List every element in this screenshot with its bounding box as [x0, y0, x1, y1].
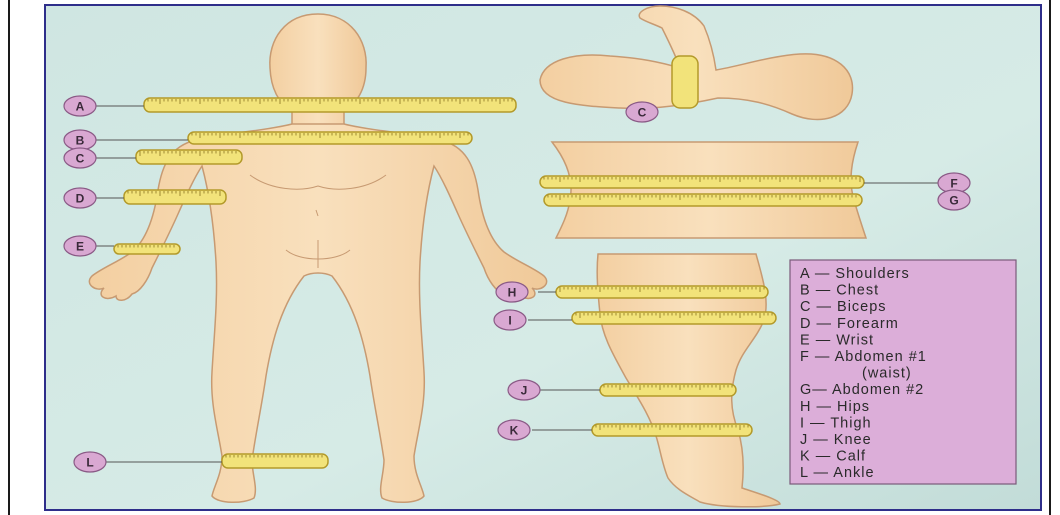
- marker-letter: B: [76, 134, 85, 148]
- marker-c: C: [626, 102, 658, 122]
- legend-line: C — Biceps: [800, 299, 887, 315]
- marker-l: L: [74, 452, 106, 472]
- marker-e: E: [64, 236, 96, 256]
- legend-line: K — Calf: [800, 449, 866, 465]
- marker-d: D: [64, 188, 96, 208]
- legend-line: I — Thigh: [800, 415, 872, 431]
- marker-letter: D: [76, 192, 85, 206]
- marker-a: A: [64, 96, 96, 116]
- marker-g: G: [938, 190, 970, 210]
- legend-line: F — Abdomen #1: [800, 349, 927, 365]
- marker-letter: G: [949, 194, 958, 208]
- marker-c: C: [64, 148, 96, 168]
- legend-line: H — Hips: [800, 399, 870, 415]
- tape-i: [572, 312, 776, 324]
- marker-letter: K: [510, 424, 519, 438]
- marker-letter: F: [950, 177, 957, 191]
- marker-k: K: [498, 420, 530, 440]
- marker-letter: C: [638, 106, 647, 120]
- marker-h: H: [496, 282, 528, 302]
- marker-letter: I: [508, 314, 511, 328]
- marker-j: J: [508, 380, 540, 400]
- tape-d: [124, 190, 226, 204]
- legend-line: J — Knee: [800, 432, 872, 448]
- abdomen-figure: [552, 142, 866, 238]
- tape-f: [540, 176, 864, 188]
- tape-b: [188, 132, 472, 144]
- marker-letter: J: [521, 384, 528, 398]
- legend-line: E — Wrist: [800, 332, 874, 348]
- legend-line: A — Shoulders: [800, 266, 910, 282]
- tape-c-arm: [672, 56, 698, 108]
- marker-b: B: [64, 130, 96, 150]
- legend-line: L — Ankle: [800, 465, 875, 481]
- marker-letter: H: [508, 286, 517, 300]
- legend-line: B — Chest: [800, 283, 879, 299]
- legend-line: G— Abdomen #2: [800, 382, 924, 398]
- marker-i: I: [494, 310, 526, 330]
- marker-letter: E: [76, 240, 84, 254]
- legend-line: D — Forearm: [800, 316, 899, 332]
- legend-line: (waist): [862, 366, 912, 382]
- marker-letter: A: [76, 100, 85, 114]
- marker-letter: L: [86, 456, 93, 470]
- marker-letter: C: [76, 152, 85, 166]
